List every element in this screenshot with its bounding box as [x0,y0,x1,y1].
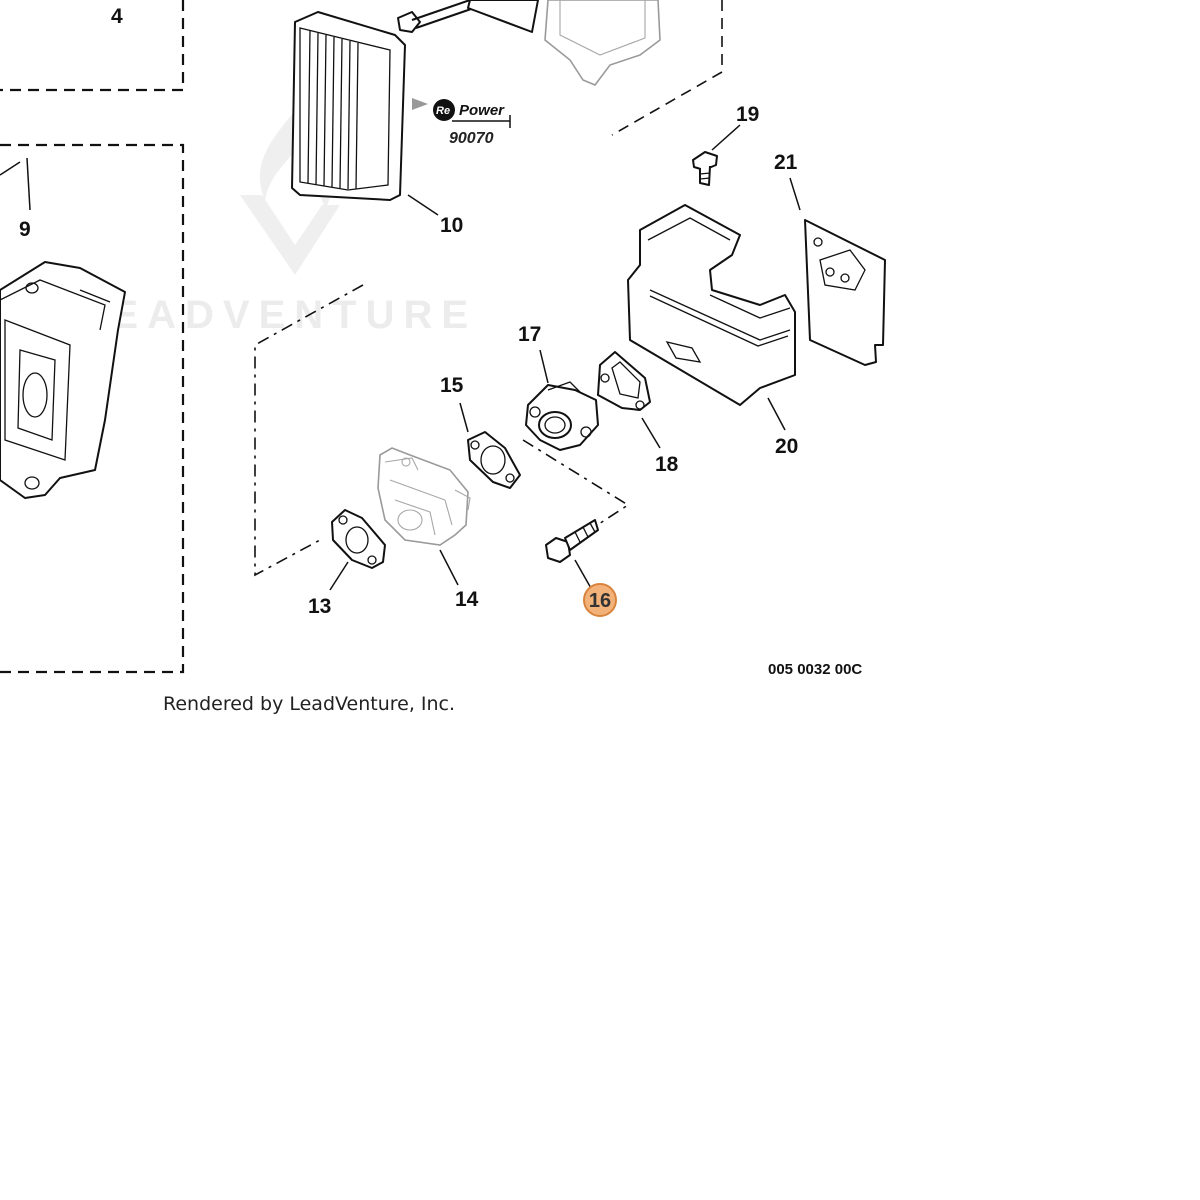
callout-9[interactable]: 9 [19,218,31,241]
highlight-circle [583,583,617,617]
svg-text:Re: Re [436,105,450,117]
repower-logo-badge [433,99,455,121]
watermark: LEADVENTURE [78,105,477,337]
drawing-number: 005 0032 00C [768,661,862,678]
part-top-housing [467,0,661,86]
callout-15[interactable]: 15 [440,374,464,397]
part-10-air-filter [291,11,439,216]
repower-logo-text: Power [459,102,505,119]
part-18-gasket [597,351,661,449]
callout-10[interactable]: 10 [440,214,463,237]
filter-pleats [307,29,359,190]
repower-callout: Re Power 90070 [412,98,511,147]
watermark-text: LEADVENTURE [78,293,477,337]
part-15-gasket [459,402,521,489]
callout-21[interactable]: 21 [774,151,798,174]
callout-16-highlight[interactable]: 16 [583,583,617,617]
part-9-housing [0,157,126,499]
callout-17[interactable]: 17 [518,323,541,346]
callout-14[interactable]: 14 [455,588,479,611]
part-16-bolt [545,519,599,591]
group-frames [0,0,723,674]
repower-part-code: 90070 [449,130,494,147]
part-17-intake-adapter [525,349,599,451]
callout-16[interactable]: 16 [589,590,611,612]
callout-4[interactable]: 4 [111,5,123,28]
callout-13[interactable]: 13 [308,595,331,618]
callout-19[interactable]: 19 [736,103,759,126]
callout-20[interactable]: 20 [775,435,798,458]
part-20-heat-shield [627,204,796,431]
render-credit: Rendered by LeadVenture, Inc. [163,693,455,715]
repower-arrow-icon [412,98,428,110]
part-14-carburetor [377,447,471,586]
callout-labels: 4 9 10 13 14 15 17 18 19 20 21 [19,5,798,618]
part-13-gasket [329,509,386,591]
callout-18[interactable]: 18 [655,453,679,476]
part-19-screw [692,124,741,186]
part-top-bolt [397,0,475,33]
watermark-v-icon [240,195,340,275]
part-21-gasket [789,177,886,366]
